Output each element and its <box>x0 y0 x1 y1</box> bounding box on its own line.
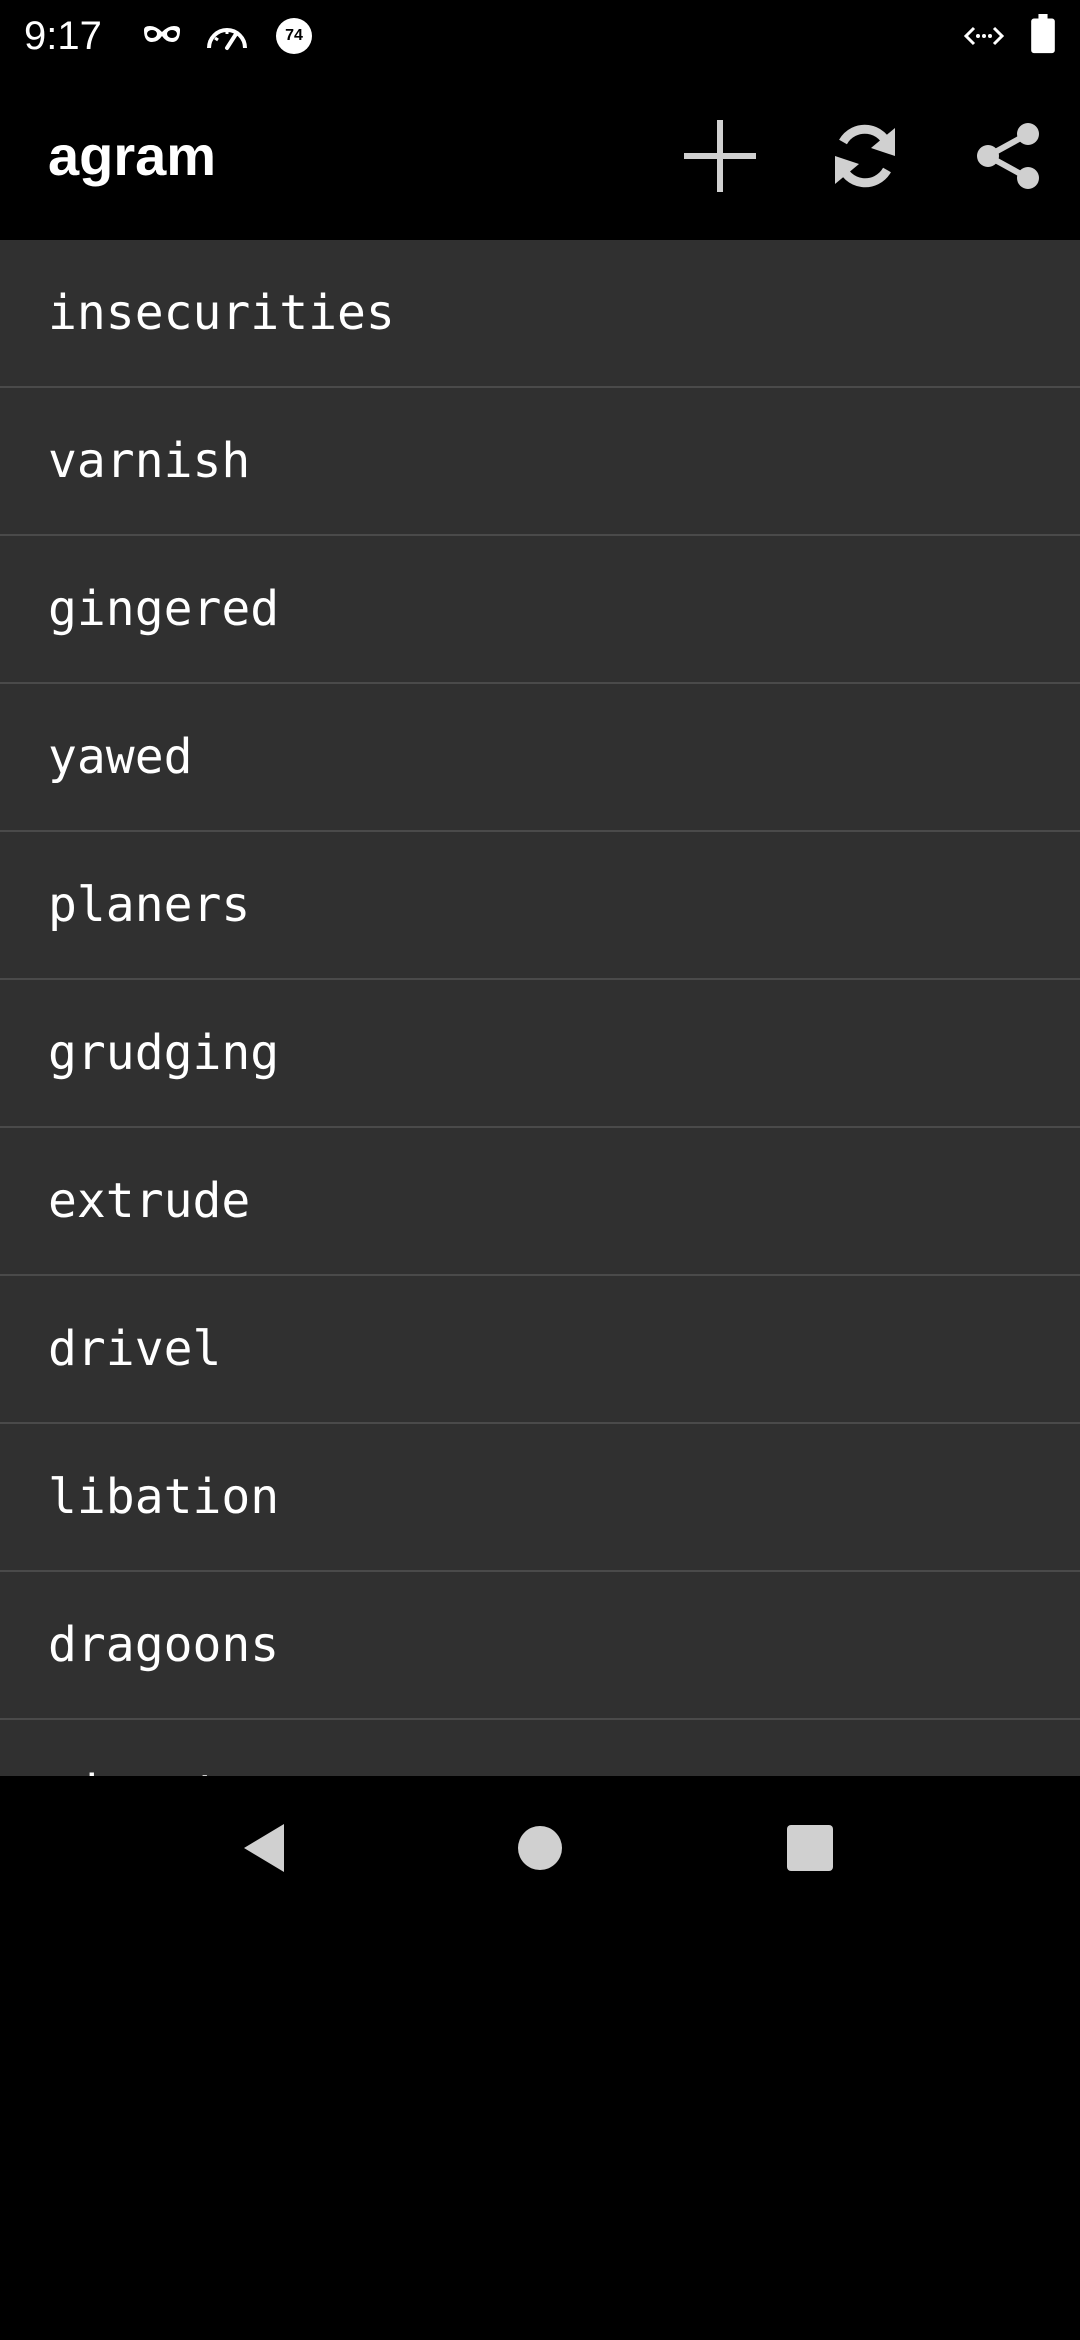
battery-icon <box>1031 14 1055 54</box>
back-button[interactable] <box>216 1798 316 1898</box>
list-item[interactable]: libation <box>0 1424 1080 1572</box>
speedometer-icon <box>207 28 247 50</box>
recents-icon <box>787 1825 833 1871</box>
back-icon <box>244 1824 284 1872</box>
home-icon <box>518 1826 562 1870</box>
bottom-blank-area <box>0 1920 1080 2340</box>
word-list[interactable]: insecurities varnish gingered yawed plan… <box>0 240 1080 1776</box>
list-item[interactable]: planers <box>0 832 1080 980</box>
incognito-icon <box>144 26 180 42</box>
list-item[interactable]: signatures <box>0 1720 1080 1776</box>
add-button[interactable] <box>670 106 770 206</box>
list-item[interactable]: dragoons <box>0 1572 1080 1720</box>
home-button[interactable] <box>490 1798 590 1898</box>
list-item[interactable]: grudging <box>0 980 1080 1128</box>
recents-button[interactable] <box>760 1798 860 1898</box>
list-item[interactable]: varnish <box>0 388 1080 536</box>
status-bar: 9:17 74 <box>0 0 1080 72</box>
share-icon <box>977 123 1039 189</box>
share-button[interactable] <box>958 106 1058 206</box>
plus-icon <box>684 120 756 192</box>
list-item[interactable]: drivel <box>0 1276 1080 1424</box>
refresh-button[interactable] <box>815 106 915 206</box>
app-bar: agram <box>0 72 1080 240</box>
navigation-bar <box>0 1776 1080 1920</box>
list-item[interactable]: gingered <box>0 536 1080 684</box>
list-item[interactable]: insecurities <box>0 240 1080 388</box>
notification-badge-icon: 74 <box>276 18 312 54</box>
status-time: 9:17 <box>24 14 102 58</box>
list-item[interactable]: extrude <box>0 1128 1080 1276</box>
app-title: agram <box>48 124 217 187</box>
refresh-icon <box>835 124 895 188</box>
code-icon <box>963 26 1005 46</box>
list-item[interactable]: yawed <box>0 684 1080 832</box>
